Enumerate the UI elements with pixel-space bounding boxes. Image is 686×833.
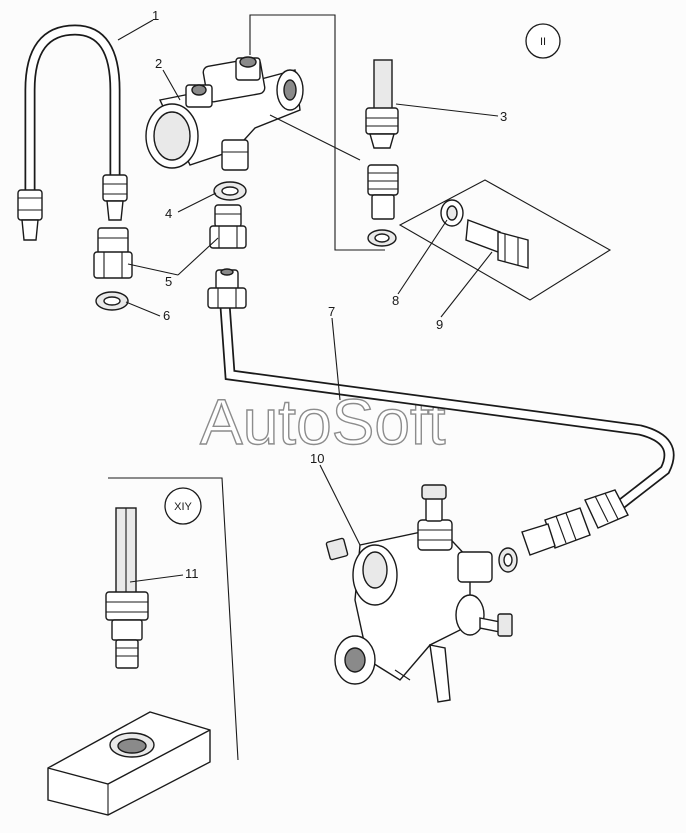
part-5-fittings (93, 204, 247, 279)
callout-9: 9 (436, 317, 443, 332)
part-7-long-pipe (207, 268, 675, 529)
section-label-main: II (540, 36, 546, 48)
callout-11: 11 (185, 566, 199, 581)
callout-2: 2 (155, 56, 162, 71)
assembly-bracket (249, 14, 385, 251)
section-label-inset: XIY (174, 501, 192, 513)
callout-7: 7 (328, 304, 335, 319)
callout-labels: 1 2 3 4 5 6 7 8 9 10 11 (152, 8, 507, 581)
part-11-pipe-fitting (105, 507, 149, 669)
callout-6: 6 (163, 308, 170, 323)
connector-fittings (498, 507, 591, 573)
callout-8: 8 (392, 293, 399, 308)
callout-10: 10 (310, 451, 324, 466)
inset-block (47, 711, 211, 816)
callout-5: 5 (165, 274, 172, 289)
part-4-washer (213, 181, 247, 201)
section-marker-inset: XIY (164, 487, 202, 525)
part-2-valve-body (145, 56, 361, 171)
inset-frame (108, 477, 239, 761)
section-marker-main: II (525, 23, 561, 59)
callout-1: 1 (152, 8, 159, 23)
callout-3: 3 (500, 109, 507, 124)
part-3-pipe-fitting (365, 59, 399, 247)
part-8-9-panel (398, 179, 612, 301)
part-10-distributor-valve (325, 484, 513, 703)
callout-leaders (117, 19, 499, 583)
part-6-washer (95, 291, 129, 311)
callout-4: 4 (165, 206, 172, 221)
part-1-u-tube (17, 24, 128, 241)
